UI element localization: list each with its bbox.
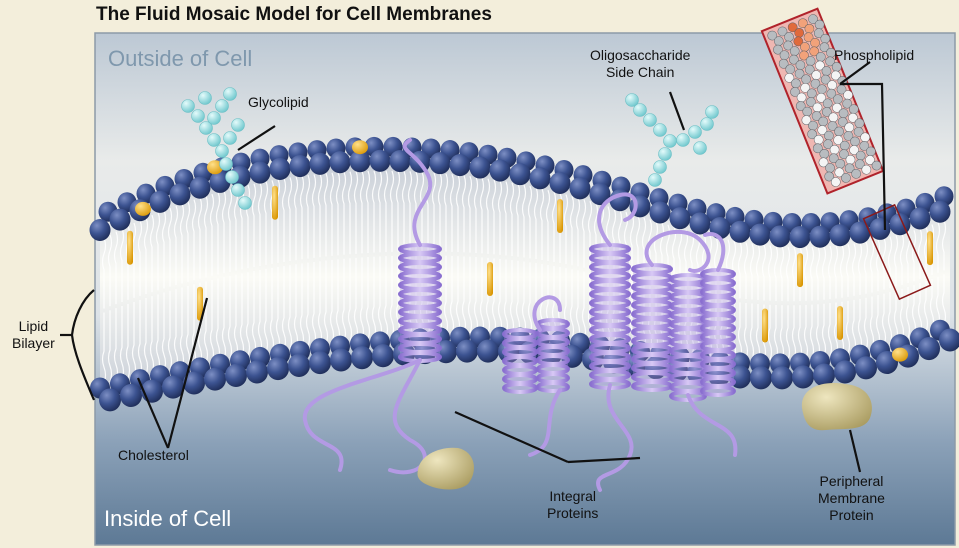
integral-proteins-label: Integral Proteins bbox=[547, 488, 598, 522]
phospholipid-zoom-box bbox=[862, 203, 932, 301]
integral-leader-2 bbox=[567, 456, 641, 464]
oligosaccharide-leader bbox=[668, 91, 686, 131]
glycolipid-sugar-chain bbox=[181, 87, 252, 210]
oligosaccharide-label-line2: Side Chain bbox=[605, 64, 675, 80]
integral-leader-1 bbox=[454, 410, 569, 464]
peripheral-protein-label: Peripheral Membrane Protein bbox=[818, 473, 885, 524]
lipid-bilayer-label-line2: Bilayer bbox=[12, 335, 55, 351]
outside-of-cell-label: Outside of Cell bbox=[108, 46, 253, 71]
page-title: The Fluid Mosaic Model for Cell Membrane… bbox=[96, 4, 492, 25]
phospholipid-leader-1 bbox=[840, 82, 887, 231]
peripheral-protein-label-line1: Peripheral bbox=[819, 473, 884, 489]
phospholipid-label: Phospholipid bbox=[834, 47, 915, 63]
cholesterol-molecules bbox=[127, 185, 933, 343]
oligosaccharide-label: Oligosaccharide Side Chain bbox=[590, 47, 690, 81]
leader-lines bbox=[60, 61, 887, 473]
cholesterol-leader-2 bbox=[166, 297, 209, 449]
cholesterol-label: Cholesterol bbox=[118, 447, 189, 463]
integral-proteins bbox=[302, 138, 738, 492]
inside-of-cell-label: Inside of Cell bbox=[104, 506, 232, 531]
lipid-bilayer-label-line1: Lipid bbox=[18, 318, 49, 334]
glycolipid-label: Glycolipid bbox=[248, 94, 309, 110]
hydrophobic-core bbox=[100, 162, 950, 392]
integral-proteins-label-line2: Proteins bbox=[547, 505, 599, 521]
phospholipid-leader-2 bbox=[839, 61, 871, 85]
cholesterol-leader-1 bbox=[136, 377, 170, 449]
peripheral-leader bbox=[848, 429, 862, 473]
peripheral-protein-label-line3: Protein bbox=[829, 507, 874, 523]
glycolipid-leader bbox=[237, 125, 276, 151]
small-peripheral-protein bbox=[417, 447, 474, 490]
integral-proteins-label-line1: Integral bbox=[549, 488, 597, 504]
lipid-bilayer-bracket bbox=[70, 289, 96, 401]
phospholipid-inset bbox=[760, 7, 885, 195]
oligosaccharide-label-line1: Oligosaccharide bbox=[590, 47, 691, 63]
peripheral-protein-label-line2: Membrane bbox=[818, 490, 885, 506]
oligosaccharide-side-chain bbox=[625, 93, 719, 187]
lipid-bilayer-label: Lipid Bilayer bbox=[12, 318, 55, 352]
peripheral-membrane-protein bbox=[801, 383, 872, 431]
